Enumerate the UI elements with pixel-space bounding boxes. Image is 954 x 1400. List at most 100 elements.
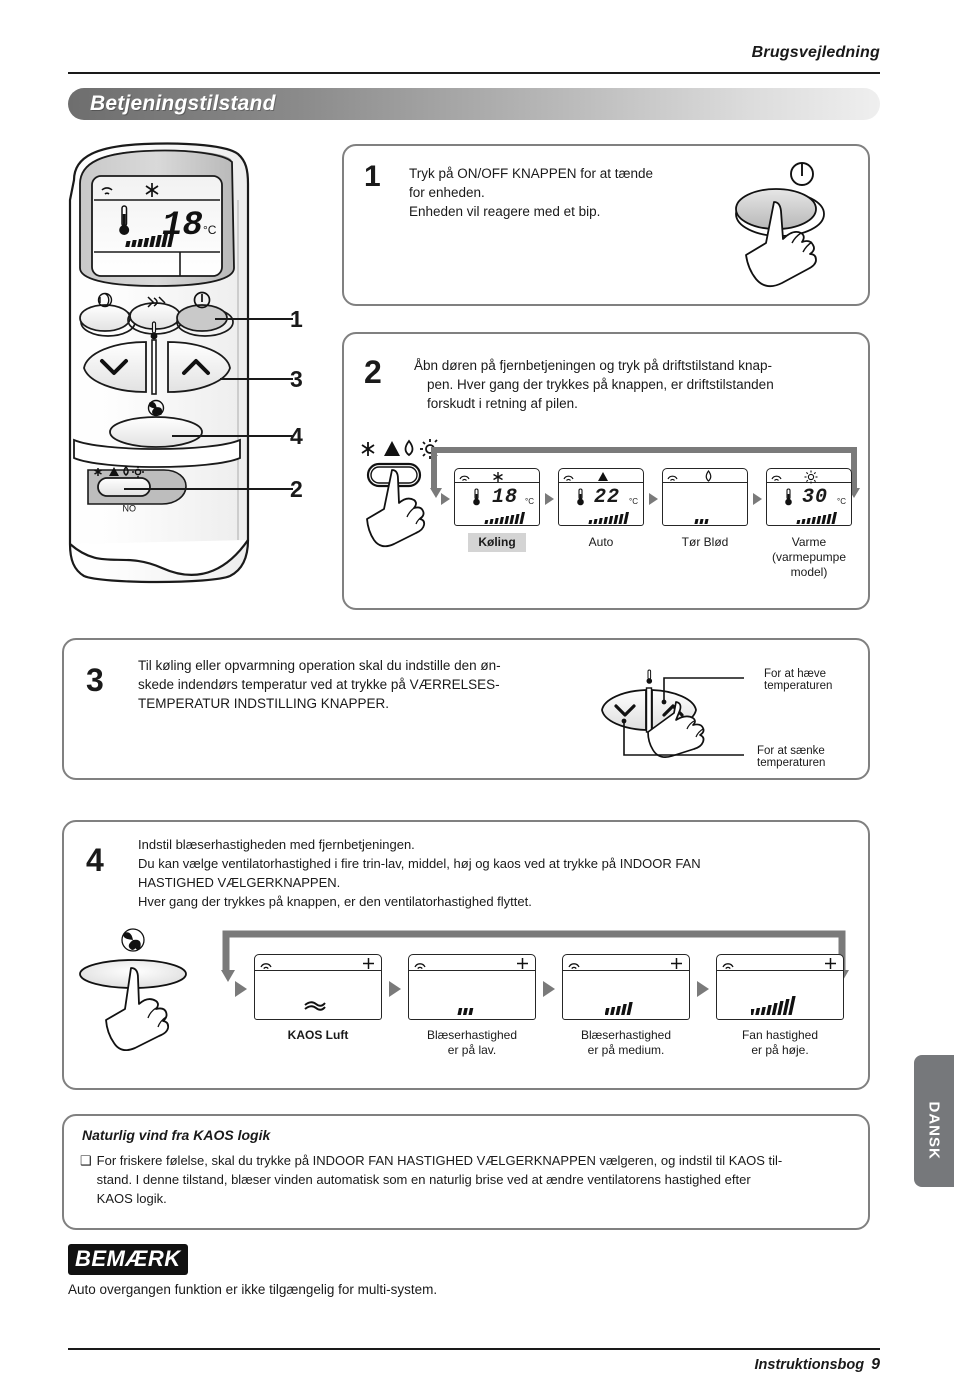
step-4-line-4: Hver gang der trykkes på knappen, er den…: [138, 893, 532, 909]
lcd-top-bar: [255, 955, 381, 971]
lower-temp-annotation: For at sænke temperaturen: [757, 745, 826, 769]
footer-label: Instruktionsbog: [754, 1357, 865, 1373]
lcd-top-bar: [767, 469, 851, 483]
lcd-top-bar: [455, 469, 539, 483]
temperature-buttons: [83, 339, 231, 395]
step-4-line-3: HASTIGHED VÆLGERKNAPPEN.: [138, 874, 341, 890]
plus-icon: [671, 958, 682, 969]
signal-icon: [260, 963, 272, 969]
hand-icon: [745, 201, 817, 288]
fan-bars-0: [483, 511, 529, 529]
fan-item-0: KAOS Luft: [254, 954, 382, 1043]
mode-lcd-3: 30 °C: [766, 468, 852, 526]
thermometer-small-icon: [150, 321, 158, 340]
thermometer-icon: [577, 488, 584, 506]
footer-divider: [68, 1348, 880, 1350]
mode-icons-group: [361, 439, 440, 459]
step-3-line-2: skede indendørs temperatur ved at trykke…: [138, 677, 500, 693]
fan-label-1: Blæserhastighed: [426, 1028, 518, 1042]
fan-icon: [147, 399, 165, 417]
callout-line-1: [215, 318, 293, 320]
step-4-line-2: Du kan vælge ventilatorhastighed i fire …: [138, 855, 701, 871]
thermometer-icon: [473, 488, 480, 506]
mode-sublabel-3: (varmepumpe model): [771, 550, 847, 579]
remark-badge-wrap: BEMÆRK: [68, 1244, 188, 1275]
flow-arrow: [752, 493, 762, 505]
language-side-tab: DANSK: [914, 1055, 954, 1187]
mode-temp-0: 18: [492, 486, 519, 509]
mode-label-2: Tør Blød: [681, 535, 729, 549]
remote-control-illustration: 18 °C: [62, 140, 362, 600]
flow-arrow: [389, 981, 401, 997]
power-icon: [193, 291, 211, 309]
signal-icon: [101, 187, 113, 195]
mode-sequence: 18 °C Køling: [436, 468, 866, 580]
signal-icon: [722, 963, 734, 969]
step-1-line-1: Tryk på ON/OFF KNAPPEN for at tænde: [409, 166, 654, 181]
language-side-tab-label: DANSK: [925, 1101, 943, 1160]
step-3-line-3: TEMPERATUR INDSTILLING KNAPPER.: [138, 696, 390, 712]
step-4-box: 4 Indstil blæserhastigheden med fjernbet…: [62, 820, 870, 1090]
thermometer-icon: [785, 488, 792, 506]
step-1-line-2: for enheden.: [409, 185, 485, 201]
callout-number-1: 1: [290, 306, 303, 332]
page-title: Betjeningstilstand: [90, 92, 276, 115]
mode-label-1: Auto: [588, 535, 614, 549]
step-4-number: 4: [86, 842, 104, 878]
auto-triangle-icon: [384, 441, 400, 456]
callout-line-4: [172, 435, 293, 437]
lcd-top-bar: [409, 955, 535, 971]
fan-label-0: KAOS Luft: [287, 1028, 349, 1042]
fan-bars-2: [693, 511, 719, 529]
fan-item-3: Fan hastighed er på høje.: [716, 954, 844, 1058]
step-2-box: 2 Åbn døren på fjernbetjeningen og tryk …: [342, 332, 870, 610]
mode-lcd-2: [662, 468, 748, 526]
mode-label-0: Køling: [468, 533, 526, 552]
mode-unit-3: °C: [837, 497, 846, 506]
thermometer-small-icon: [646, 669, 653, 684]
fan-bars-1: [457, 1008, 474, 1015]
fan-speed-sequence: KAOS Luft: [228, 954, 852, 1058]
callout-number-2: 2: [290, 476, 303, 502]
note-line-3: KAOS logik.: [96, 1190, 167, 1206]
step-1-number: 1: [364, 160, 381, 193]
water-drop-icon: [705, 470, 712, 482]
swing-icon: [97, 292, 113, 308]
thermometer-icon: [119, 205, 130, 235]
plus-icon: [517, 958, 528, 969]
water-drop-icon: [404, 439, 414, 457]
callout-number-4: 4: [290, 423, 303, 449]
mode-temp-3: 30: [802, 486, 829, 509]
page-number: 9: [871, 1356, 880, 1373]
step-3-number: 3: [86, 662, 104, 698]
flow-arrow: [697, 981, 709, 997]
fan-label-2: Blæserhastighed: [580, 1028, 672, 1042]
step-3-line-1: Til køling eller opvarmning operation sk…: [138, 658, 501, 673]
step-4-line-1: Indstil blæserhastigheden med fjernbetje…: [138, 837, 415, 852]
callout-line-3: [220, 378, 293, 380]
fan-bars-1: [587, 511, 633, 529]
mode-unit-0: °C: [525, 497, 534, 506]
power-icon: [790, 162, 814, 186]
section-title-bar: Betjeningstilstand: [68, 88, 880, 120]
remark-badge: BEMÆRK: [68, 1244, 188, 1275]
flow-arrow: [543, 981, 555, 997]
signal-icon: [414, 963, 426, 969]
fan-lcd-3: [716, 954, 844, 1020]
fan-lcd-2: [562, 954, 690, 1020]
fan-speed-button: [109, 416, 203, 448]
temperature-buttons-illustration: [601, 669, 744, 758]
bullet-icon: ❑: [80, 1153, 92, 1168]
header-divider: [68, 72, 880, 74]
remote-temp-value: 18: [162, 207, 203, 245]
fan-bars-2: [605, 1002, 633, 1015]
lcd-top-bar: [717, 955, 843, 971]
kaos-note-box: Naturlig vind fra KAOS logik ❑ For frisk…: [62, 1114, 870, 1230]
fan-item-1: Blæserhastighed er på lav.: [408, 954, 536, 1058]
step-2-line-1: Åbn døren på fjernbetjeningen og tryk på…: [414, 358, 772, 373]
mode-item-0: 18 °C Køling: [454, 468, 540, 552]
signal-icon: [771, 475, 782, 481]
mode-lcd-1: 22 °C: [558, 468, 644, 526]
signal-icon: [459, 475, 470, 481]
note-line-2: stand. I denne tilstand, blæser vinden a…: [96, 1171, 751, 1187]
